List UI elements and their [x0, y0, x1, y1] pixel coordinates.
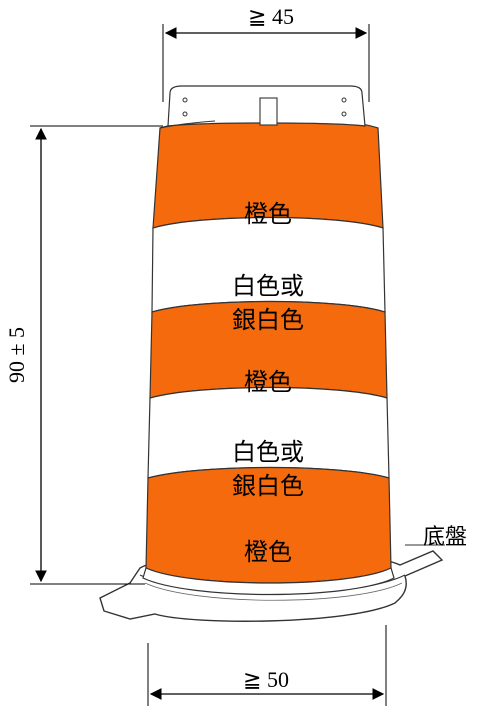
base-width-dimension: ≧ 50 — [147, 625, 387, 706]
band-2-label-line1: 白色或 — [232, 272, 304, 300]
top-width-dimension: ≧ 45 — [162, 4, 370, 102]
band-2-label-line2: 銀白色 — [232, 306, 304, 334]
band-5-label: 橙色 — [244, 538, 292, 566]
top-width-label: ≧ 45 — [248, 4, 294, 29]
height-dimension: 90 ± 5 — [4, 125, 163, 585]
band-4-label-line1: 白色或 — [232, 438, 304, 466]
base-label: 底盤 — [423, 525, 467, 550]
height-label: 90 ± 5 — [4, 327, 29, 383]
band-labels: 橙色 白色或 銀白色 橙色 白色或 銀白色 橙色 — [232, 200, 304, 566]
base-width-label: ≧ 50 — [243, 667, 289, 692]
band-1-label: 橙色 — [244, 200, 292, 228]
band-3-label: 橙色 — [244, 368, 292, 396]
top-cap — [159, 85, 366, 129]
cone-body — [142, 116, 395, 596]
band-4-label-line2: 銀白色 — [232, 472, 304, 500]
